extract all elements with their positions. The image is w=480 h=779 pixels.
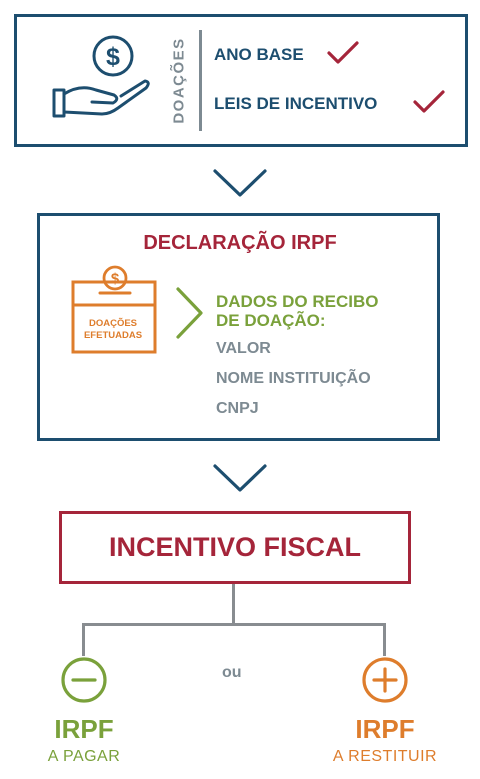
connector-vertical bbox=[232, 584, 235, 625]
donation-box-label-line2: EFETUADAS bbox=[83, 330, 143, 341]
donation-box-label: DOAÇÕES EFETUADAS bbox=[74, 318, 152, 342]
declaration-box bbox=[37, 213, 440, 441]
plus-circle-icon bbox=[362, 657, 408, 703]
minus-circle-icon bbox=[61, 657, 107, 703]
item-cnpj: CNPJ bbox=[216, 400, 259, 417]
chevron-right-icon bbox=[176, 287, 203, 339]
item-nome-instituicao: NOME INSTITUIÇÃO bbox=[216, 370, 371, 387]
or-separator: ou bbox=[222, 664, 242, 681]
donation-box-icon: $ bbox=[71, 265, 157, 354]
fiscal-incentive-title: INCENTIVO FISCAL bbox=[108, 532, 361, 562]
receipt-heading-line2: DE DOAÇÃO: bbox=[216, 311, 326, 330]
connector-right bbox=[383, 623, 386, 656]
fiscal-incentive-box bbox=[59, 511, 411, 584]
donations-side-label: DOAÇÕES bbox=[170, 36, 188, 124]
receipt-heading-line1: DADOS DO RECIBO bbox=[216, 292, 379, 311]
receipt-data-heading: DADOS DO RECIBO DE DOAÇÃO: bbox=[216, 292, 378, 330]
check-icon bbox=[327, 41, 359, 64]
hand-coin-icon: $ bbox=[52, 35, 150, 118]
donation-box-label-line1: DOAÇÕES bbox=[88, 318, 138, 329]
svg-text:$: $ bbox=[111, 271, 120, 288]
item-valor: VALOR bbox=[216, 340, 271, 357]
chevron-down-icon bbox=[213, 464, 267, 492]
item-ano-base: ANO BASE bbox=[214, 45, 304, 64]
outcome-refund-title: IRPF bbox=[355, 714, 415, 744]
declaration-title: DECLARAÇÃO IRPF bbox=[143, 232, 337, 254]
connector-horizontal bbox=[82, 623, 386, 626]
chevron-down-icon bbox=[213, 169, 267, 197]
check-icon bbox=[413, 90, 445, 113]
vertical-divider bbox=[199, 30, 202, 131]
outcome-refund-subtitle: A RESTITUIR bbox=[332, 748, 438, 765]
item-leis-de-incentivo: LEIS DE INCENTIVO bbox=[214, 94, 378, 113]
connector-left bbox=[82, 623, 85, 656]
outcome-pay-title: IRPF bbox=[54, 714, 114, 744]
svg-text:$: $ bbox=[106, 43, 120, 71]
outcome-pay-subtitle: A PAGAR bbox=[47, 748, 121, 765]
donations-box bbox=[14, 14, 468, 147]
